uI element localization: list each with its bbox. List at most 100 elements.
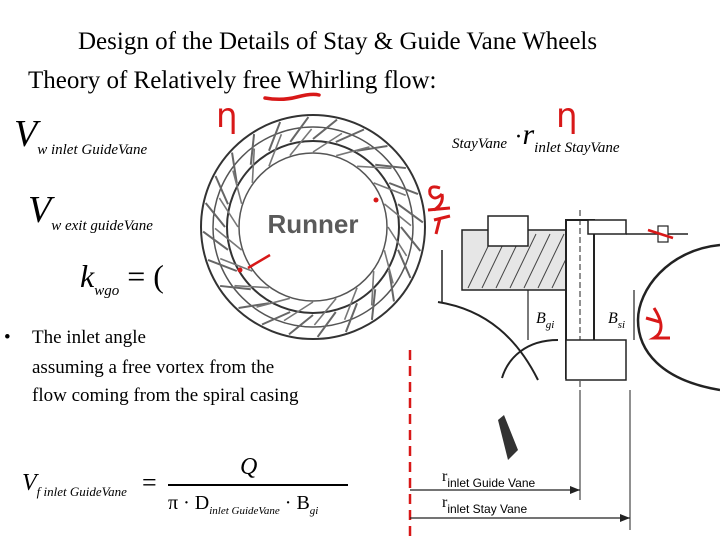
handwritten-eta-1: η xyxy=(216,96,238,136)
stay-vane-blade xyxy=(344,302,358,333)
guide-vane-blade xyxy=(214,227,243,251)
stay-vane-blade xyxy=(268,121,282,152)
guide-vane-blade xyxy=(289,128,313,157)
guide-vane-blade xyxy=(383,203,412,227)
eq4-var: V xyxy=(22,470,37,496)
eq4-den-sub: inlet GuideVane xyxy=(209,505,280,517)
r-stay-sub: inlet Stay Vane xyxy=(447,502,528,516)
stay-vane-blade xyxy=(220,284,251,291)
stay-vane-blade xyxy=(388,182,419,196)
fraction-bar xyxy=(168,484,348,486)
b-si-sub: si xyxy=(617,319,626,331)
stay-vane-blade xyxy=(316,311,337,338)
equation-4-left: Vf inlet GuideVane xyxy=(22,470,127,499)
label-b-gi: Bgi xyxy=(536,310,555,331)
eq1-dot: · xyxy=(514,124,523,150)
guide-vane-blade xyxy=(343,287,358,321)
guide-vane-blade xyxy=(219,257,253,272)
eq4-numerator: Q xyxy=(240,454,258,480)
guide-vane-blade xyxy=(232,170,243,205)
r-stay-letter: r xyxy=(442,494,448,511)
eq1-right-sub: StayVane xyxy=(452,136,507,152)
equation-1-right: StayVane ·rinlet StayVane xyxy=(452,118,620,156)
label-r-inlet-stay-vane: rinlet Stay Vane xyxy=(442,494,527,516)
stay-vane-blade xyxy=(356,145,388,152)
stay-vane-blade xyxy=(288,314,314,336)
handwritten-eta-2: η xyxy=(556,96,578,136)
eq4-equals: = xyxy=(142,468,157,497)
guide-vane-blade xyxy=(234,284,269,289)
guide-vane-blade xyxy=(283,301,314,322)
subtitle-suffix: Whirling flow: xyxy=(281,67,437,94)
stay-vane-blade xyxy=(375,163,406,170)
red-dot-mark-2 xyxy=(237,267,243,273)
subtitle-prefix: Theory of Relatively xyxy=(28,67,243,94)
stay-vane-blade xyxy=(289,116,310,143)
stay-vane-blade xyxy=(261,311,291,326)
slide-title: Design of the Details of Stay & Guide Va… xyxy=(78,28,598,55)
eq1-var: V xyxy=(14,113,38,155)
eq1-right-rsub: inlet StayVane xyxy=(534,140,620,156)
b-gi-sub: gi xyxy=(545,319,555,331)
slide-subtitle: Theory of Relatively free Whirling flow: xyxy=(28,67,436,95)
b-gi-letter: B xyxy=(536,310,546,327)
guide-vane-blade xyxy=(373,182,407,197)
stay-vane-blade xyxy=(397,249,412,279)
eq3-sub: wgo xyxy=(94,283,120,299)
bullet-line-2: assuming a free vortex from the xyxy=(32,357,275,378)
equation-1-left: Vw inlet GuideVane xyxy=(14,112,148,158)
cross-section-drawing xyxy=(408,210,720,540)
stay-vane-blade xyxy=(249,134,256,165)
stay-vane-blade xyxy=(207,258,238,272)
guide-vane-blade xyxy=(313,297,337,326)
stay-vane-blade xyxy=(370,289,377,320)
guide-vane-blade xyxy=(335,146,370,157)
stay-vane-blade xyxy=(397,203,424,224)
eq2-sub: w exit guideVane xyxy=(51,218,153,234)
stay-vane-blade xyxy=(388,270,395,302)
stay-vane-blade xyxy=(214,175,229,205)
guide-vane-blade xyxy=(218,197,239,228)
eq2-var: V xyxy=(28,189,52,231)
guide-vane-blade xyxy=(256,297,291,308)
runner-label: Runner xyxy=(268,209,359,239)
stay-vane-blade xyxy=(238,302,270,309)
stay-vane-blade xyxy=(335,128,365,143)
label-b-si: Bsi xyxy=(608,310,626,331)
stay-vane-blade xyxy=(202,230,229,251)
bullet-mark: • xyxy=(4,327,11,348)
bullet-line-3: flow coming from the spiral casing xyxy=(32,385,299,406)
equation-2: Vw exit guideVane xyxy=(28,188,153,234)
eq4-denominator: π · Dinlet GuideVane · Bgi xyxy=(168,492,319,517)
eq4-den-b: · B xyxy=(284,492,310,514)
eq4-den-pi: π · D xyxy=(168,492,210,514)
eq3-rest: = ( xyxy=(127,258,164,294)
eq4-den-bsub: gi xyxy=(309,505,319,517)
r-guide-letter: r xyxy=(442,468,448,485)
eq3-var: k xyxy=(80,258,95,294)
free-underline-mark xyxy=(263,92,321,102)
red-tick-mark xyxy=(247,253,271,270)
guide-vane-blade xyxy=(357,165,392,170)
eq4-sub: f inlet GuideVane xyxy=(36,484,127,499)
guide-vane-blade xyxy=(383,249,394,284)
eq1-right-var: r xyxy=(522,118,535,151)
guide-vane-blade xyxy=(387,226,408,257)
guide-vane-blade xyxy=(312,132,343,153)
bullet-line-1: The inlet angle xyxy=(32,327,146,348)
runner-wheel-diagram: Runner xyxy=(188,108,438,346)
guide-vane-blade xyxy=(251,148,256,183)
stay-vane-blade xyxy=(312,118,338,140)
eq1-sub: w inlet GuideVane xyxy=(37,142,148,158)
stay-vane-blade xyxy=(231,152,238,184)
label-r-inlet-guide-vane: rinlet Guide Vane xyxy=(442,468,535,490)
stay-vane-blade xyxy=(204,202,226,228)
equation-3: kwgo = ( xyxy=(80,258,164,299)
guide-vane-blade xyxy=(268,133,283,167)
red-dot-mark xyxy=(373,197,379,203)
subtitle-free-word: free xyxy=(242,67,282,94)
b-si-letter: B xyxy=(608,310,618,327)
guide-vane-blade xyxy=(370,271,375,306)
r-guide-sub: inlet Guide Vane xyxy=(447,476,536,490)
handwritten-red-symbol xyxy=(427,185,451,235)
